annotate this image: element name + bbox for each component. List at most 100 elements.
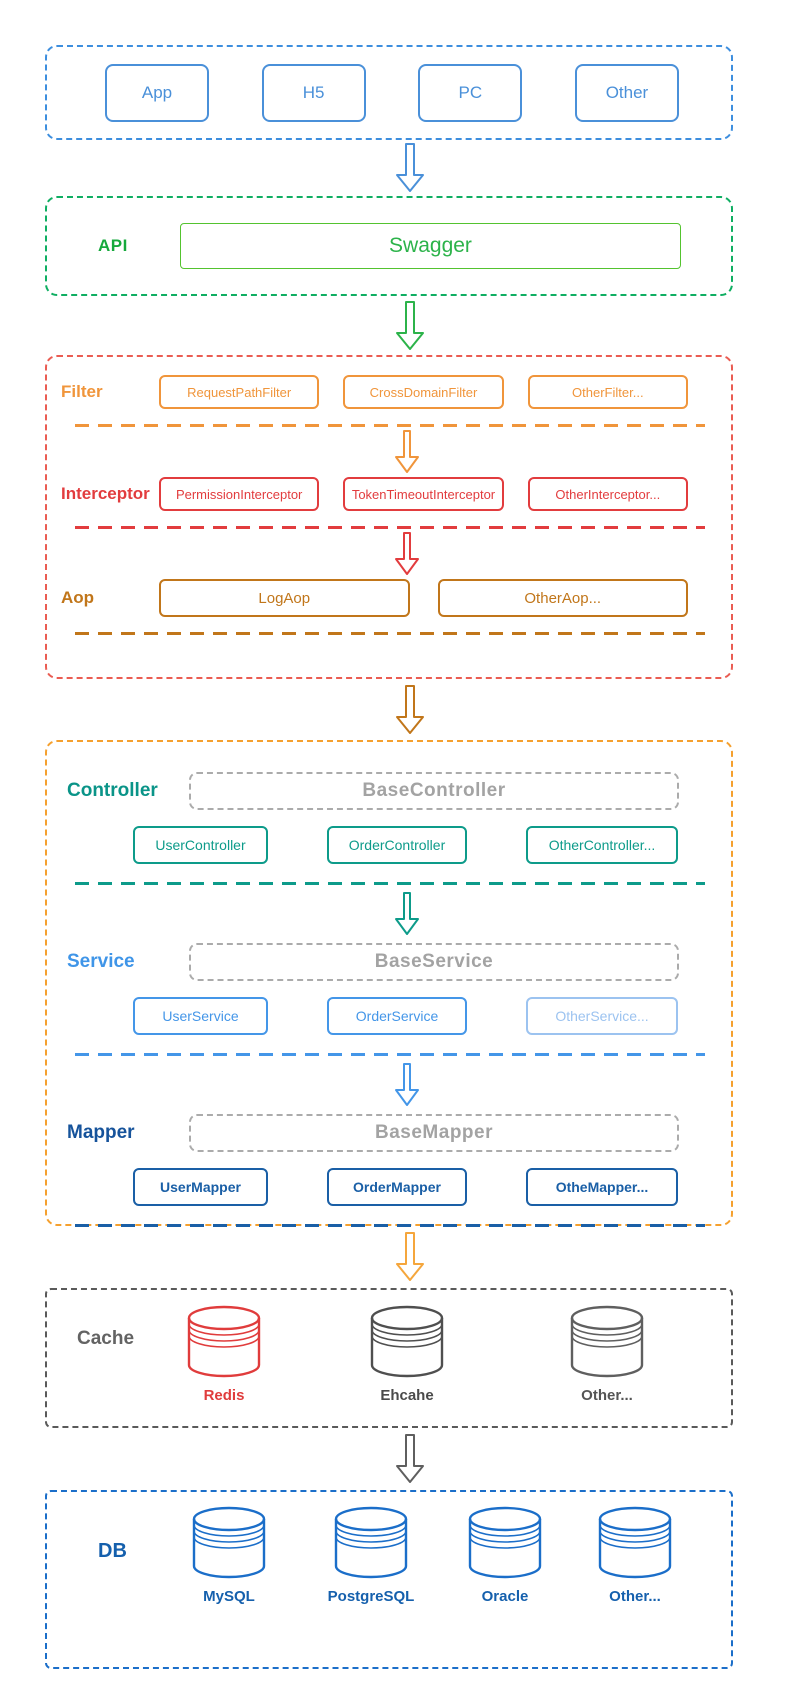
- db-item-postgresql: PostgreSQL: [311, 1505, 431, 1605]
- filter-box: RequestPathFilter: [159, 375, 320, 409]
- client-label: H5: [302, 82, 325, 102]
- arrow-down-icon: [395, 1434, 424, 1483]
- cache-item-other: Other...: [547, 1304, 667, 1404]
- interceptor-row: Interceptor PermissionInterceptor TokenT…: [47, 477, 731, 511]
- base-mapper-box: BaseMapper: [189, 1114, 679, 1152]
- controller-layer-label: Controller: [67, 780, 158, 801]
- service-row: Service BaseService: [47, 943, 731, 981]
- arrow-down-icon: [395, 430, 419, 473]
- filter-row: Filter RequestPathFilter CrossDomainFilt…: [47, 375, 731, 409]
- api-container: API Swagger: [45, 196, 733, 296]
- web-layer-container: Filter RequestPathFilter CrossDomainFilt…: [45, 355, 733, 679]
- database-cylinder-icon: [598, 1506, 672, 1579]
- filter-layer-label: Filter: [61, 382, 103, 401]
- database-cylinder-icon: [192, 1506, 266, 1579]
- database-cylinder-icon: [370, 1305, 444, 1378]
- db-item-oracle: Oracle: [445, 1505, 565, 1605]
- api-layer-label: API: [98, 236, 128, 255]
- arrow-down-icon: [395, 892, 419, 935]
- interceptor-layer-label: Interceptor: [61, 484, 150, 503]
- mapper-box: OrderMapper: [327, 1168, 467, 1206]
- database-cylinder-icon: [468, 1506, 542, 1579]
- db-container: DB MySQL PostgreSQL Oracle Other...: [45, 1490, 733, 1669]
- database-cylinder-icon: [570, 1305, 644, 1378]
- arrow-down-icon: [395, 1232, 424, 1281]
- controller-box: UserController: [133, 826, 268, 864]
- mapper-box: UserMapper: [133, 1168, 268, 1206]
- client-label: App: [141, 82, 173, 102]
- controller-boxes: UserController OrderController OtherCont…: [133, 826, 678, 864]
- aop-row: Aop LogAop OtherAop...: [47, 579, 731, 617]
- db-item-other: Other...: [575, 1505, 695, 1605]
- db-layer-label: DB: [98, 1540, 127, 1562]
- aop-layer-label: Aop: [61, 588, 95, 607]
- clients-container: App H5 PC Other: [45, 45, 733, 140]
- service-to-mapper-arrow: [65, 1062, 749, 1108]
- client-label: PC: [458, 82, 483, 102]
- service-box: OtherService...: [526, 997, 678, 1035]
- swagger-label: Swagger: [389, 234, 472, 257]
- service-box: OrderService: [327, 997, 467, 1035]
- arrow-down-icon: [395, 143, 424, 192]
- db-item-label: Other...: [609, 1588, 661, 1605]
- database-cylinder-icon: [187, 1305, 261, 1378]
- service-box: UserService: [133, 997, 268, 1035]
- base-controller-box: BaseController: [189, 772, 679, 810]
- interceptor-divider: [75, 526, 705, 529]
- db-item-label: PostgreSQL: [327, 1588, 415, 1605]
- arrow-down-icon: [395, 532, 419, 575]
- db-item-label: Oracle: [481, 1588, 529, 1605]
- client-box-app: App: [105, 63, 209, 122]
- db-item-mysql: MySQL: [169, 1505, 289, 1605]
- interceptor-boxes: PermissionInterceptor TokenTimeoutInterc…: [159, 477, 688, 511]
- interceptor-box: OtherInterceptor...: [527, 477, 688, 511]
- arrow-down-icon: [395, 300, 424, 350]
- mapper-boxes: UserMapper OrderMapper OtheMapper...: [133, 1168, 678, 1206]
- database-cylinder-icon: [334, 1506, 408, 1579]
- interceptor-box: PermissionInterceptor: [159, 477, 320, 511]
- interceptor-to-aop-arrow: [65, 532, 749, 576]
- cache-item-label: Redis: [203, 1387, 245, 1404]
- client-box-other: Other: [574, 63, 679, 122]
- db-item-label: MySQL: [203, 1588, 255, 1605]
- client-box-h5: H5: [261, 63, 366, 122]
- filter-boxes: RequestPathFilter CrossDomainFilter Othe…: [159, 375, 688, 409]
- clients-to-api-arrow: [8, 140, 803, 196]
- filter-box: OtherFilter...: [527, 375, 688, 409]
- client-label: Other: [605, 82, 649, 102]
- cache-item-ehcahe: Ehcahe: [347, 1304, 467, 1404]
- cache-item-label: Other...: [581, 1387, 633, 1404]
- swagger-box: Swagger: [180, 223, 681, 269]
- controller-row: Controller BaseController: [47, 772, 731, 810]
- cache-item-redis: Redis: [164, 1304, 284, 1404]
- cache-to-db-arrow: [8, 1428, 803, 1490]
- mapper-box: OtheMapper...: [526, 1168, 678, 1206]
- arrow-down-icon: [395, 1063, 419, 1106]
- filter-to-interceptor-arrow: [65, 430, 749, 474]
- cache-item-label: Ehcahe: [380, 1387, 434, 1404]
- mvc-to-cache-arrow: [8, 1226, 803, 1288]
- mapper-row: Mapper BaseMapper: [47, 1114, 731, 1152]
- api-to-web-arrow: [8, 296, 803, 355]
- controller-box: OrderController: [327, 826, 467, 864]
- service-divider: [75, 1053, 705, 1056]
- aop-box: OtherAop...: [437, 579, 688, 617]
- controller-box: OtherController...: [526, 826, 678, 864]
- filter-box: CrossDomainFilter: [343, 375, 504, 409]
- mapper-divider: [75, 1224, 705, 1227]
- filter-divider: [75, 424, 705, 427]
- client-box-pc: PC: [418, 63, 523, 122]
- mvc-layer-container: Controller BaseController UserController…: [45, 740, 733, 1227]
- service-layer-label: Service: [67, 951, 135, 972]
- aop-box: LogAop: [159, 579, 410, 617]
- service-boxes: UserService OrderService OtherService...: [133, 997, 678, 1035]
- cache-layer-label: Cache: [77, 1328, 135, 1349]
- controller-to-service-arrow: [65, 891, 749, 937]
- mapper-layer-label: Mapper: [67, 1122, 135, 1143]
- cache-container: Cache Redis Ehcahe Other...: [45, 1288, 733, 1428]
- controller-divider: [75, 882, 705, 885]
- aop-boxes: LogAop OtherAop...: [159, 579, 688, 617]
- arrow-down-icon: [395, 684, 424, 734]
- interceptor-box: TokenTimeoutInterceptor: [343, 477, 504, 511]
